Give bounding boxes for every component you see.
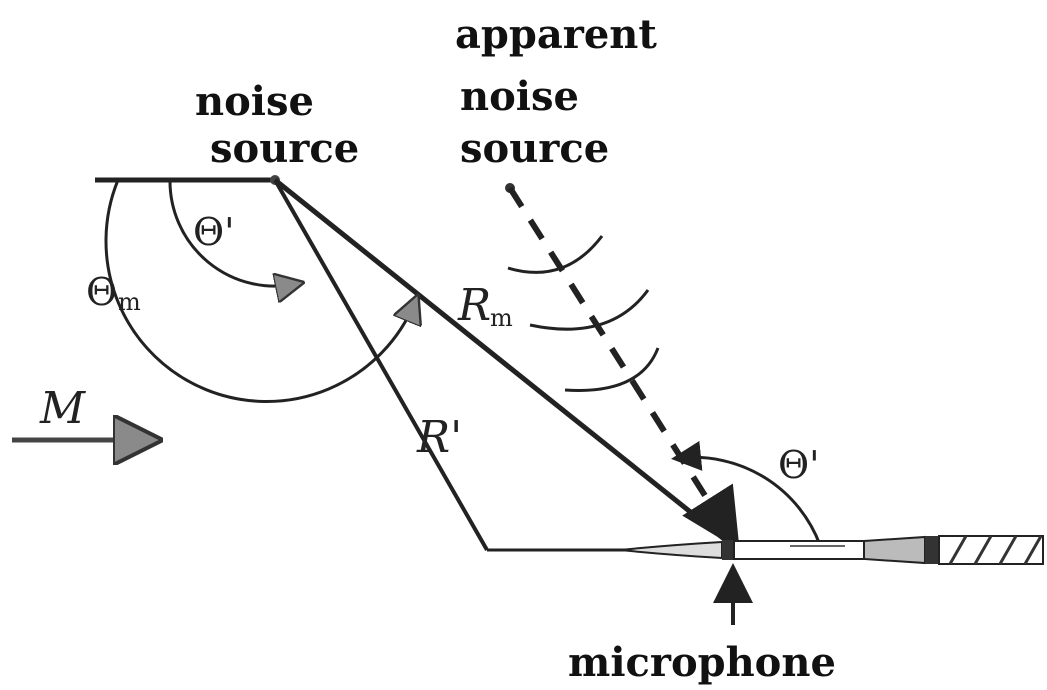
noise-source-label-line1: noise: [195, 78, 314, 125]
microphone-label: microphone: [568, 639, 836, 686]
wavefront-arc-3: [564, 347, 660, 392]
theta-prime-arc-source: [168, 179, 296, 286]
microphone-probe: [619, 535, 1044, 565]
apparent-source-label-line1: apparent: [455, 11, 657, 58]
theta-prime-arc-microphone: [671, 440, 822, 546]
theta-prime-label-microphone: Θ': [778, 443, 820, 487]
hatch-2: [973, 535, 993, 565]
r-prime-line: [273, 179, 489, 551]
hatch-1: [948, 535, 968, 565]
mach-label: M: [39, 383, 86, 434]
apparent-source-dashed-line: [507, 186, 740, 551]
theta-m-label: Θ: [86, 270, 117, 314]
apparent-source-label-line3: source: [460, 125, 609, 172]
r-m-label: R: [457, 280, 491, 331]
wavefront-arc-2: [529, 289, 650, 331]
wavefront-arc-1: [507, 235, 604, 274]
apparent-source-label-line2: noise: [460, 73, 579, 120]
hatch-3: [998, 535, 1018, 565]
theta-prime-label-source: Θ': [193, 210, 235, 254]
hatch-4: [1023, 535, 1043, 565]
r-m-line: [273, 178, 730, 544]
theta-m-arc: [104, 179, 415, 404]
r-m-subscript: m: [490, 304, 513, 332]
r-prime-label: R': [416, 412, 462, 463]
theta-m-subscript: m: [118, 288, 141, 316]
noise-source-label-line2: source: [210, 125, 359, 172]
